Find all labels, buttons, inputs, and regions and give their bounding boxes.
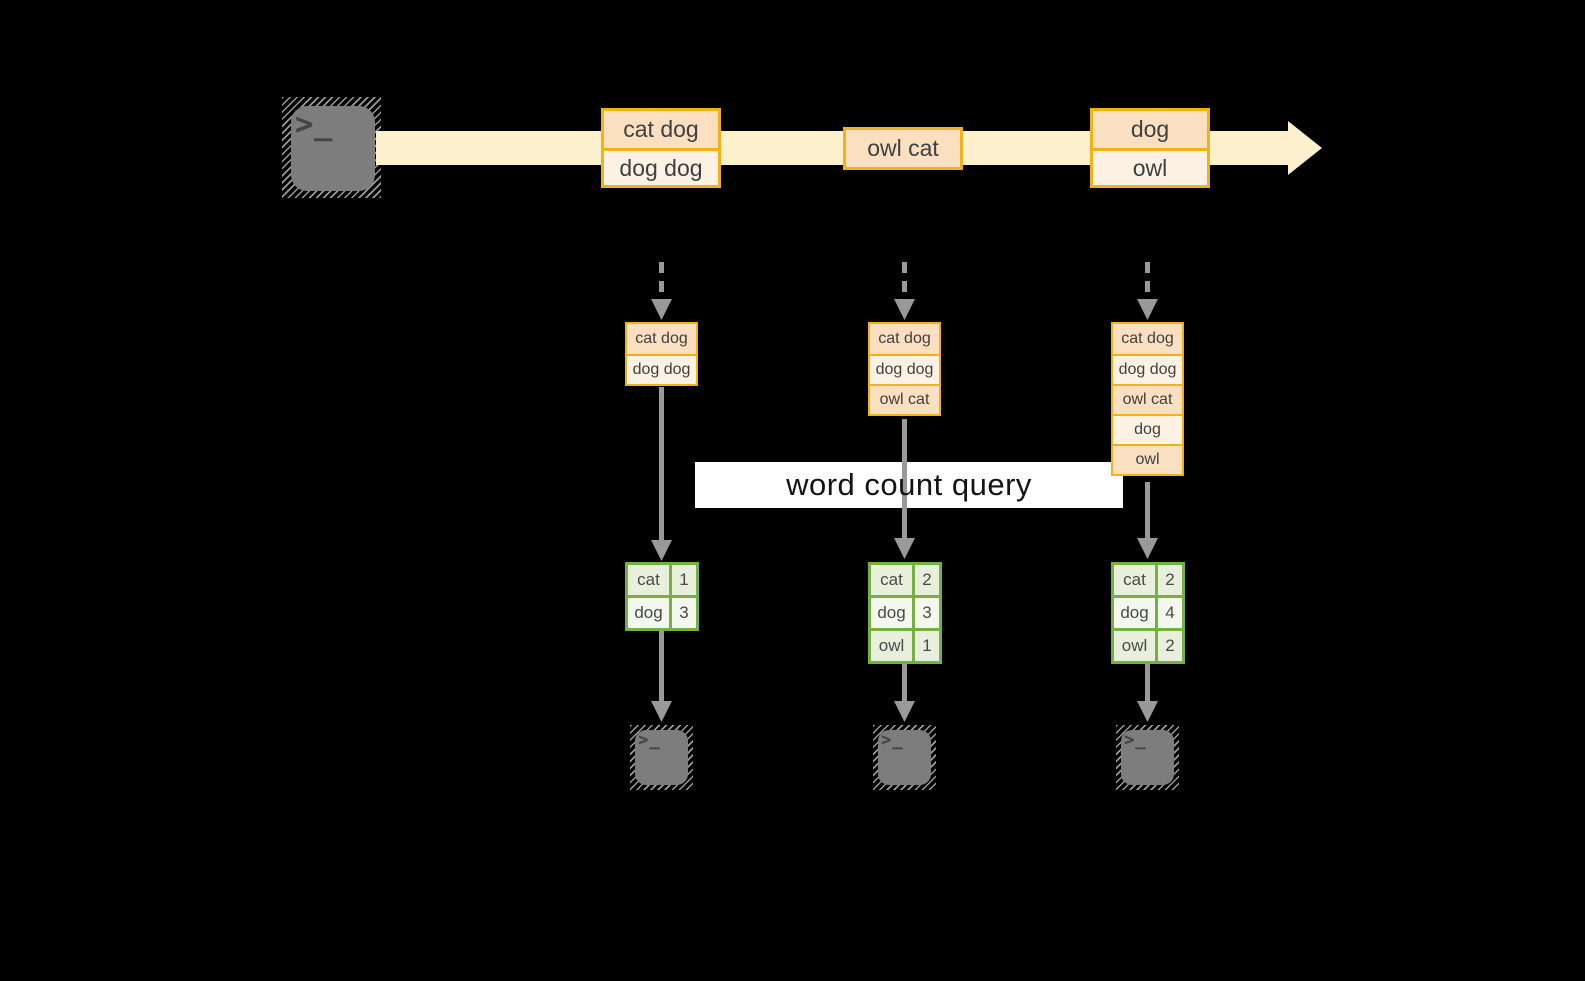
word-cell: cat <box>628 565 669 595</box>
word-count-table-2: cat 2 dog 3 owl 1 <box>868 562 942 664</box>
terminal-prompt-icon: >_ <box>638 730 661 750</box>
output-terminal-3-icon: >_ <box>1116 725 1179 790</box>
terminal-screen <box>878 730 931 785</box>
table-row: dog 3 <box>871 598 939 628</box>
batch-record: dog dog <box>604 148 718 185</box>
snapshot-record: owl cat <box>870 384 939 414</box>
batch-record: cat dog <box>604 111 718 148</box>
terminal-prompt-icon: >_ <box>1124 730 1147 750</box>
query-label: word count query <box>786 467 1032 502</box>
count-cell: 1 <box>672 565 696 595</box>
batch-record: dog <box>1093 111 1207 148</box>
batch-record: owl <box>1093 148 1207 185</box>
batch-record: owl cat <box>846 130 960 167</box>
output-terminal-1-icon: >_ <box>630 725 693 790</box>
input-snapshot-2: cat dog dog dog owl cat <box>868 322 941 416</box>
timeline-batch-3: dog owl <box>1090 108 1210 188</box>
count-cell: 2 <box>915 565 939 595</box>
table-row: dog 3 <box>628 598 696 628</box>
count-cell: 4 <box>1158 598 1182 628</box>
stream-timeline-arrowhead-icon <box>1288 121 1322 175</box>
word-count-table-1: cat 1 dog 3 <box>625 562 699 631</box>
count-cell: 2 <box>1158 565 1182 595</box>
count-cell: 3 <box>915 598 939 628</box>
table-row: owl 1 <box>871 631 939 661</box>
word-cell: owl <box>1114 631 1155 661</box>
snapshot-record: dog dog <box>1113 354 1182 384</box>
snapshot-record: dog <box>1113 414 1182 444</box>
count-cell: 1 <box>915 631 939 661</box>
input-snapshot-3: cat dog dog dog owl cat dog owl <box>1111 322 1184 476</box>
timeline-batch-1: cat dog dog dog <box>601 108 721 188</box>
table-row: cat 2 <box>871 565 939 595</box>
input-snapshot-1: cat dog dog dog <box>625 322 698 386</box>
snapshot-record: cat dog <box>1113 324 1182 354</box>
count-cell: 3 <box>672 598 696 628</box>
snapshot-record: dog dog <box>627 354 696 384</box>
table-row: cat 2 <box>1114 565 1182 595</box>
snapshot-record: owl <box>1113 444 1182 474</box>
word-cell: owl <box>871 631 912 661</box>
word-cell: dog <box>1114 598 1155 628</box>
count-cell: 2 <box>1158 631 1182 661</box>
word-count-table-3: cat 2 dog 4 owl 2 <box>1111 562 1185 664</box>
terminal-prompt-icon: >_ <box>295 107 334 142</box>
source-terminal-icon: >_ <box>282 97 381 198</box>
snapshot-record: owl cat <box>1113 384 1182 414</box>
table-row: cat 1 <box>628 565 696 595</box>
table-row: owl 2 <box>1114 631 1182 661</box>
snapshot-record: dog dog <box>870 354 939 384</box>
terminal-screen <box>635 730 688 785</box>
terminal-prompt-icon: >_ <box>881 730 904 750</box>
word-cell: cat <box>1114 565 1155 595</box>
snapshot-record: cat dog <box>870 324 939 354</box>
query-label-band <box>695 462 1123 508</box>
word-cell: dog <box>871 598 912 628</box>
word-cell: cat <box>871 565 912 595</box>
terminal-screen <box>291 106 375 191</box>
snapshot-record: cat dog <box>627 324 696 354</box>
table-row: dog 4 <box>1114 598 1182 628</box>
output-terminal-2-icon: >_ <box>873 725 936 790</box>
word-cell: dog <box>628 598 669 628</box>
timeline-batch-2: owl cat <box>843 127 963 170</box>
terminal-screen <box>1121 730 1174 785</box>
